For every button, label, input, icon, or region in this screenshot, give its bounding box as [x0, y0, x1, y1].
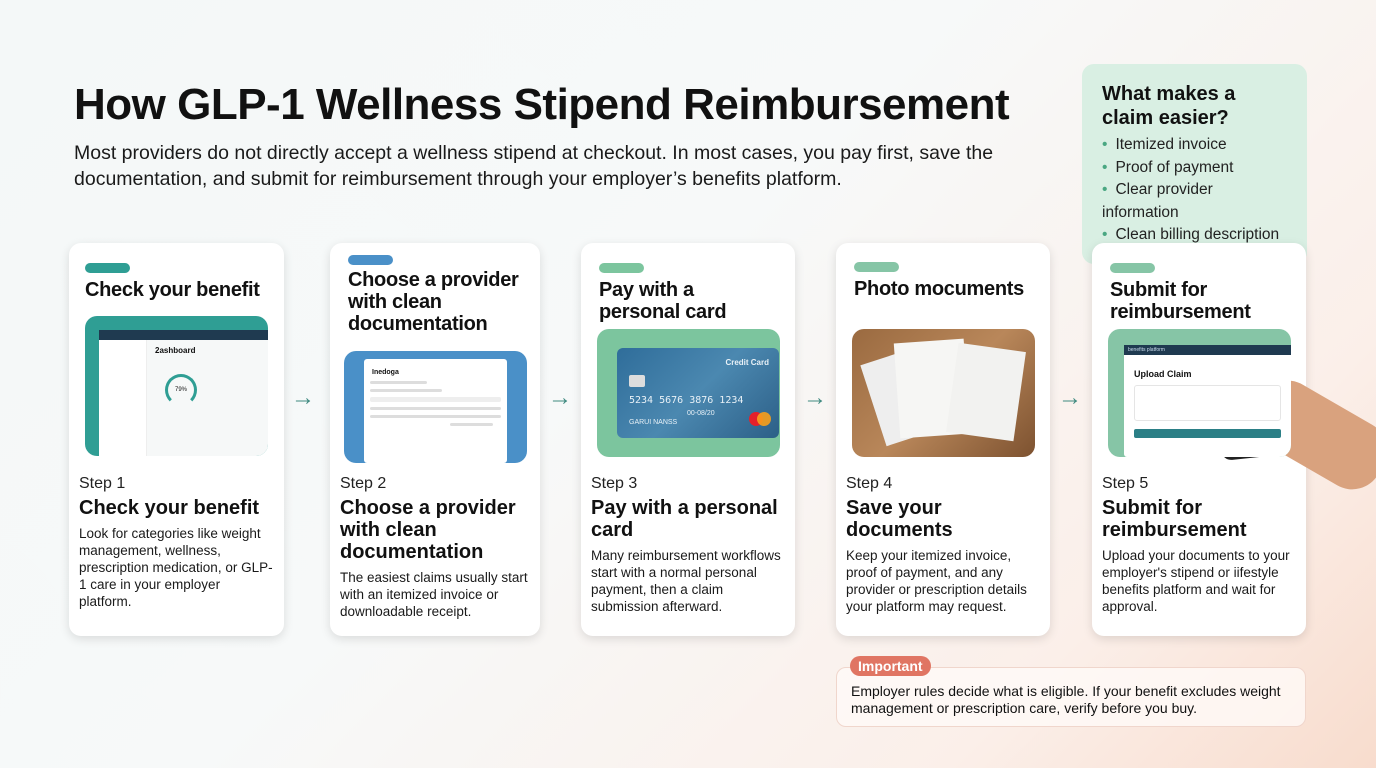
accent-pill [599, 263, 644, 273]
gauge-icon: 79% [165, 374, 197, 406]
arrow-right-icon: → [1058, 384, 1082, 411]
page-subtitle: Most providers do not directly accept a … [74, 142, 994, 190]
step-desc: Upload your documents to your employer's… [1102, 548, 1290, 614]
tips-panel: What makes a claim easier? Itemized invo… [1082, 64, 1307, 264]
step-label: Step 5 [1102, 475, 1149, 492]
accent-pill [1110, 263, 1155, 273]
step-desc: Keep your itemized invoice, proof of pay… [846, 548, 1027, 614]
step-title: Submit for reimbursement [1102, 497, 1247, 541]
card-label: Credit Card [725, 358, 769, 367]
step-desc: The easiest claims usually start with an… [340, 570, 528, 619]
step-title: Save your documents [846, 497, 953, 541]
card-header: Check your benefit [85, 279, 260, 301]
step-card-4: Photo mocuments Step 4 Save your documen… [836, 243, 1050, 636]
important-badge: Important [850, 656, 931, 676]
tip-item: Clear provider information [1102, 179, 1287, 224]
platform-label: benefits platform [1124, 345, 1291, 355]
step-card-5: Submit for reimbursement benefits platfo… [1092, 243, 1306, 636]
arrow-right-icon: → [803, 384, 827, 411]
step-card-2: Choose a provider with clean documentati… [330, 243, 540, 636]
card-header: Choose a provider with clean documentati… [348, 269, 519, 335]
dashboard-image: 2ashboard 79% [85, 316, 268, 456]
tips-title: What makes a claim easier? [1102, 83, 1236, 129]
invoice-image: Inedoga [344, 351, 527, 463]
accent-pill [854, 262, 899, 272]
chip-icon [629, 375, 645, 387]
card-name: GARUI NANSS [629, 419, 678, 426]
upload-claim-image: benefits platform Upload Claim [1108, 329, 1291, 457]
page-title: How GLP-1 Wellness Stipend Reimbursement [74, 80, 1010, 129]
step-title: Pay with a personal card [591, 497, 778, 541]
dashboard-label: 2ashboard [155, 346, 196, 355]
arrow-right-icon: → [291, 384, 315, 411]
documents-photo [852, 329, 1035, 457]
arrow-right-icon: → [548, 384, 572, 411]
tip-item: Proof of payment [1102, 157, 1287, 180]
card-header: Submit for reimbursement [1110, 279, 1251, 323]
card-header: Photo mocuments [854, 278, 1024, 300]
accent-pill [348, 255, 393, 265]
step-desc: Many reimbursement workflows start with … [591, 548, 781, 614]
invoice-label: Inedoga [372, 369, 399, 376]
step-title: Check your benefit [79, 497, 260, 519]
step-label: Step 4 [846, 475, 893, 492]
step-label: Step 3 [591, 475, 638, 492]
step-label: Step 1 [79, 475, 126, 492]
card-number: 5234 5676 3876 1234 [629, 395, 744, 406]
tip-item: Clean billing description [1102, 224, 1287, 247]
card-expiry: 00-08/20 [687, 410, 715, 417]
step-title: Choose a provider with clean documentati… [340, 497, 516, 563]
step-label: Step 2 [340, 475, 387, 492]
upload-claim-label: Upload Claim [1134, 369, 1192, 379]
important-notice: Employer rules decide what is eligible. … [836, 667, 1306, 727]
credit-card-image: Credit Card 5234 5676 3876 1234 00-08/20… [597, 329, 780, 457]
step-card-3: Pay with a personal card Credit Card 523… [581, 243, 795, 636]
upload-button [1134, 429, 1281, 438]
card-header: Pay with a personal card [599, 279, 727, 323]
gauge-value: 79% [174, 387, 187, 393]
step-desc: Look for categories like weight manageme… [79, 526, 273, 609]
step-card-1: Check your benefit 2ashboard 79% Step 1 … [69, 243, 284, 636]
accent-pill [85, 263, 130, 273]
important-text: Employer rules decide what is eligible. … [851, 683, 1281, 716]
tip-item: Itemized invoice [1102, 134, 1287, 157]
